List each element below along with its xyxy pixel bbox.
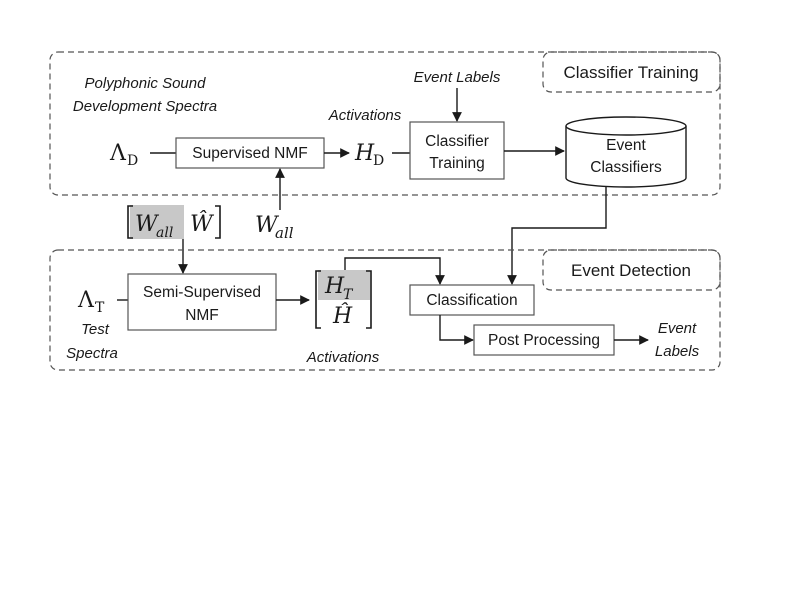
arrow-activations-to-classification [344, 257, 445, 285]
classification-label: Classification [426, 292, 517, 309]
detection-input-symbol: Λ [77, 288, 95, 313]
detection-input-symbol-sub: T [95, 300, 105, 316]
dictionary-symbol-sub: all [275, 224, 294, 242]
detection-input-caption-line2: Spectra [66, 345, 118, 362]
detection-section-title-frame [542, 249, 721, 291]
training-section-title: Classifier Training [563, 63, 698, 82]
training-input-symbol: Λ [109, 141, 127, 166]
training-section-title-frame [542, 51, 721, 93]
event-classifiers-label-line2: Classifiers [590, 159, 662, 176]
activation-matrix [315, 270, 372, 329]
dictionary-matrix [127, 205, 221, 239]
event-classifiers-store [565, 116, 687, 188]
matrix-w-sub: all [156, 225, 173, 241]
training-activations-caption: Activations [328, 107, 402, 124]
arrow-classification-to-post [439, 315, 474, 345]
semi-supervised-nmf-box [127, 273, 277, 331]
dictionary-symbol: W [255, 213, 280, 238]
arrow-store-to-classification [507, 187, 607, 285]
training-section-frame [49, 51, 721, 196]
event-labels-input: Event Labels [414, 69, 501, 86]
training-input-caption-line1: Polyphonic Sound [85, 75, 207, 92]
detection-section-frame [49, 249, 721, 371]
training-input-caption-line2: Development Spectra [73, 98, 217, 115]
matrix-w-symbol: W [135, 212, 160, 237]
detection-section-title: Event Detection [571, 261, 691, 280]
activation-top-symbol: H [324, 274, 345, 299]
detection-input-caption-line1: Test [81, 321, 110, 338]
output-labels-line1: Event [658, 320, 697, 337]
detection-activations-caption: Activations [306, 349, 380, 366]
classification-box [409, 284, 535, 316]
semi-supervised-nmf-label-line1: Semi-Supervised [143, 284, 261, 301]
activation-top-sub: T [343, 287, 354, 303]
output-labels-line2: Labels [655, 343, 700, 360]
training-activation-symbol-sub: D [373, 153, 384, 169]
post-processing-label: Post Processing [488, 332, 600, 349]
supervised-nmf-label: Supervised NMF [192, 145, 307, 162]
training-activation-symbol: H [354, 141, 375, 166]
matrix-w-hat: Ŵ [190, 210, 215, 237]
semi-supervised-nmf-label-line2: NMF [185, 307, 219, 324]
classifier-training-label-line2: Training [429, 155, 484, 172]
supervised-nmf-box [175, 137, 325, 169]
event-classifiers-label-line1: Event [606, 137, 646, 154]
training-input-symbol-sub: D [127, 153, 138, 169]
activation-bottom-symbol: Ĥ [332, 302, 353, 329]
classifier-training-label-line1: Classifier [425, 133, 489, 150]
